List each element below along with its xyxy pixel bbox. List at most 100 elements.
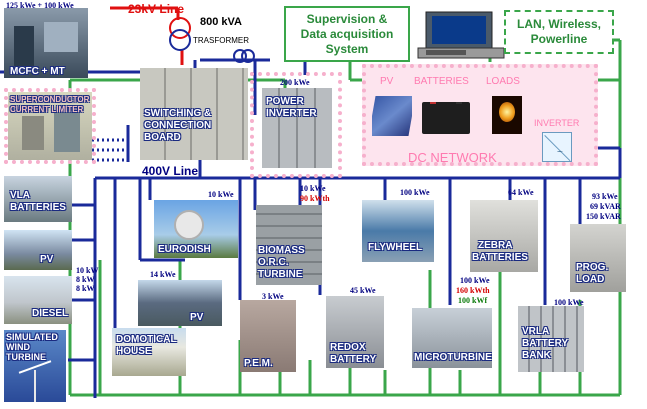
zebra-photo (470, 200, 538, 272)
superconductor-line-2: CURRENT LIMITER (10, 105, 84, 114)
prog-load-rating-1: 93 kWe (592, 192, 618, 201)
flywheel-photo (362, 200, 434, 262)
dc-inverter-label: INVERTER (534, 118, 580, 128)
power-inverter-rating: 200 kWe (280, 78, 310, 87)
microturbine-node: MICROTURBINE (412, 308, 492, 368)
zebra-line-2: BATTERIES (472, 252, 528, 263)
pem-node: P.E.M. (240, 300, 296, 372)
wind-turbine-node: SIMULATED WIND TURBINE (4, 330, 66, 402)
switching-line-2: CONNECTION (144, 120, 212, 131)
supervision-line-1: Supervision & (306, 12, 388, 26)
zebra-rating: 64 kWe (508, 188, 534, 197)
switching-zone (4, 88, 96, 164)
supervision-line-3: System (325, 42, 369, 56)
pv-left-photo (4, 230, 72, 270)
line-23kv-label: 23kV Line (128, 2, 185, 16)
domotical-photo (112, 328, 186, 376)
inverter-zone (250, 72, 342, 178)
zebra-line-1: ZEBRA (478, 240, 513, 251)
redox-photo (326, 296, 384, 368)
vrla-rating: 100 kWe (554, 298, 584, 307)
pem-label: P.E.M. (244, 358, 273, 369)
transformer-label: TRASFORMER (193, 36, 249, 45)
pem-rating: 3 kWe (262, 292, 284, 301)
vla-batteries-node: VLA BATTERIES (4, 176, 72, 222)
biomass-rating-1: 10 kWe (300, 184, 326, 193)
flywheel-label: FLYWHEEL (368, 242, 423, 253)
prog-load-node: PROG. LOAD (570, 224, 626, 292)
power-inverter-node: POWER INVERTER (262, 88, 332, 168)
domotical-line-1: DOMOTICAL (116, 334, 177, 345)
zebra-node: ZEBRA BATTERIES (470, 200, 538, 272)
switching-line-1: SWITCHING & (144, 108, 212, 119)
mcfc-label: MCFC + MT (10, 66, 65, 77)
dc-network-label: DC NETWORK (408, 150, 497, 165)
left-rating-2: 8 kW (76, 275, 95, 284)
vla-line-2: BATTERIES (10, 202, 66, 213)
dc-pv-label: PV (380, 76, 394, 87)
redox-node: REDOX BATTERY (326, 296, 384, 368)
transformer-rating: 800 kVA (200, 16, 242, 28)
left-ratings: 10 kW 8 kW 8 kW (76, 266, 98, 293)
dc-pv-panel-icon (372, 96, 412, 136)
power-inverter-photo (262, 88, 332, 168)
switching-line-3: BOARD (144, 132, 181, 143)
domotical-line-2: HOUSE (116, 346, 152, 357)
microturbine-rating-2: 160 kWth (456, 286, 490, 295)
dc-loads-label: LOADS (486, 76, 520, 87)
microturbine-rating-1: 100 kWe (460, 276, 490, 285)
pv-left-label: PV (40, 254, 54, 265)
vrla-line-2: BATTERY (522, 338, 569, 349)
dc-battery-icon (422, 102, 470, 134)
diesel-label: DIESEL (32, 308, 69, 319)
pem-photo (240, 300, 296, 372)
biomass-rating-2: 90 kWth (300, 194, 330, 203)
supervision-system-box: Supervision & Data acquisition System (284, 6, 410, 62)
dc-lamp-icon (492, 96, 522, 134)
vrla-line-1: VRLA (522, 326, 550, 337)
left-rating-3: 8 kW (76, 284, 95, 293)
vrla-line-3: BANK (522, 350, 551, 361)
left-rating-1: 10 kW (76, 266, 99, 275)
mcfc-node: MCFC + MT (4, 8, 88, 78)
vrla-node: VRLA BATTERY BANK (518, 306, 584, 372)
power-inverter-line-1: POWER (266, 96, 304, 107)
lan-line-1: LAN, Wireless, (517, 17, 601, 31)
prog-load-photo (570, 224, 626, 292)
microturbine-photo (412, 308, 492, 368)
pv-mid-label: PV (190, 312, 204, 323)
wind-line-2: WIND (6, 342, 30, 352)
vla-line-1: VLA (10, 190, 30, 201)
prog-load-line-2: LOAD (576, 274, 605, 285)
eurodish-rating: 10 kWe (208, 190, 234, 199)
vla-photo (4, 176, 72, 222)
prog-load-line-1: PROG. (576, 262, 609, 273)
superconductor-line-1: SUPERCONDUCTOR (10, 95, 90, 104)
pv-mid-rating: 14 kWe (150, 270, 176, 279)
redox-line-2: BATTERY (330, 354, 377, 365)
flywheel-node: FLYWHEEL (362, 200, 434, 262)
biomass-line-3: TURBINE (258, 269, 303, 280)
biomass-line-1: BIOMASS (258, 245, 305, 256)
wind-line-3: TURBINE (6, 352, 46, 362)
vrla-photo (518, 306, 584, 372)
prog-load-rating-2: 69 kVAR (590, 202, 621, 211)
lan-line-2: Powerline (530, 32, 588, 46)
pv-left-node: PV (4, 230, 72, 270)
wind-line-1: SIMULATED (6, 332, 58, 342)
switching-board-node: SWITCHING & CONNECTION BOARD (140, 68, 248, 160)
diesel-photo (4, 276, 72, 324)
mcfc-rating: 125 kWe + 100 kWe (6, 1, 74, 10)
redox-rating: 45 kWe (350, 286, 376, 295)
diesel-node: DIESEL (4, 276, 72, 324)
eurodish-label: EURODISH (158, 244, 211, 255)
flywheel-rating: 100 kWe (400, 188, 430, 197)
dotted-links (92, 138, 130, 162)
prog-load-rating-3: 150 kVAR (586, 212, 621, 221)
power-inverter-line-2: INVERTER (266, 108, 317, 119)
bus-400v-label: 400V Line (142, 164, 199, 178)
superconductor-node: SUPERCONDUCTOR CURRENT LIMITER (8, 92, 92, 160)
switching-board-photo (140, 68, 248, 160)
transformer-symbol (169, 17, 255, 63)
pv-mid-photo (138, 280, 222, 326)
